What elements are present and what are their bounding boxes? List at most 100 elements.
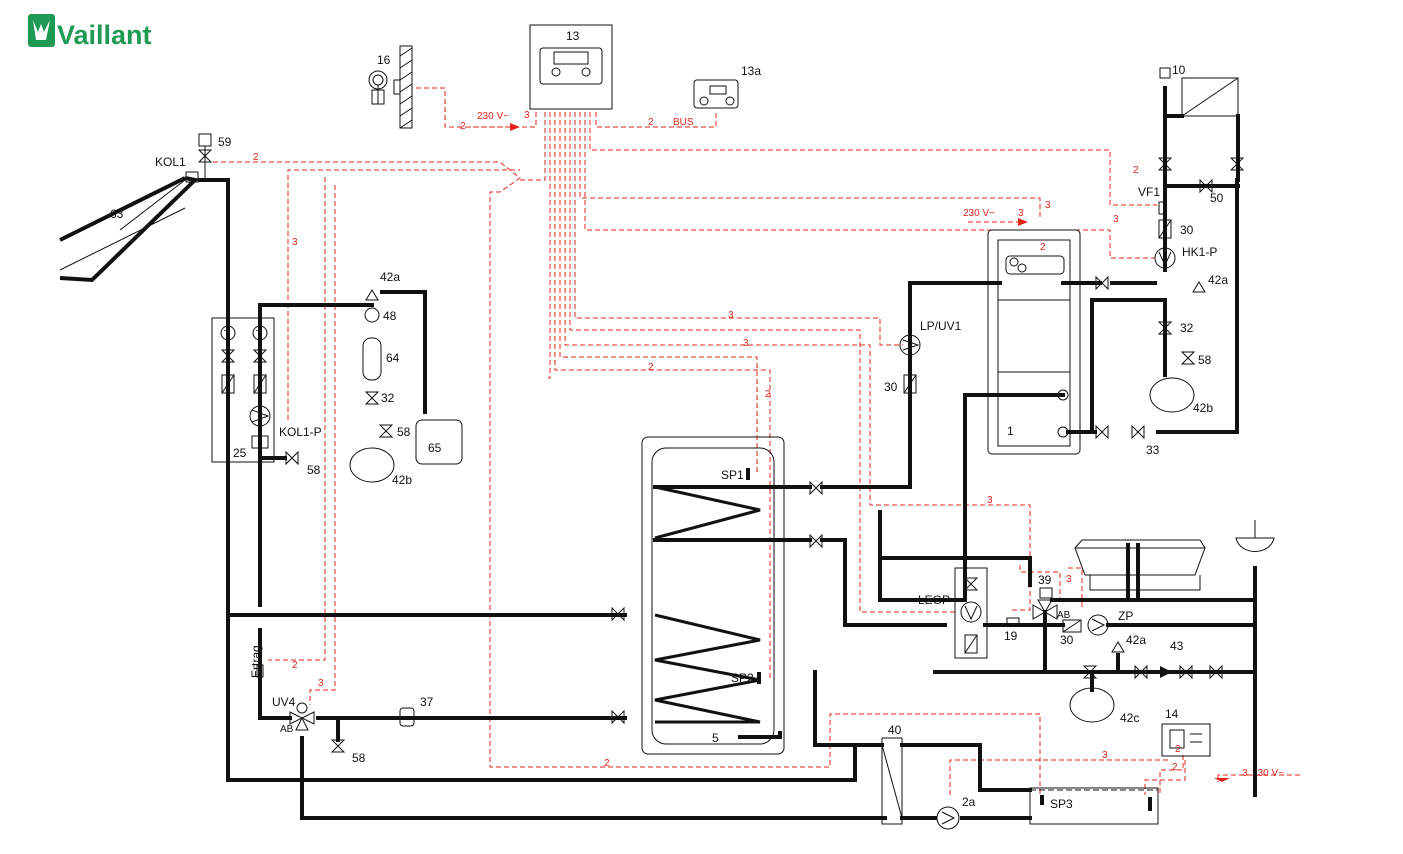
mains-label-top: 230 V~	[477, 111, 509, 122]
sensor-19-label: 19	[1004, 629, 1018, 643]
drain-label-b: 58	[397, 425, 411, 439]
controller-label: 13	[566, 29, 580, 43]
drain-label-a: 58	[307, 463, 321, 477]
wire-mark: 3	[1066, 574, 1072, 585]
drain-valve-icon	[285, 450, 299, 466]
drain-label-d: 58	[1198, 353, 1212, 367]
wire-mark: 2	[292, 660, 298, 671]
pool-section: 40 2a SP3 14	[813, 670, 1211, 830]
canister-label: 65	[428, 441, 442, 455]
tank-sp2-label: SP2	[731, 671, 754, 685]
wire-mark: 3	[728, 310, 734, 321]
wire-mark: 2	[604, 758, 610, 769]
mains-label-right: 230 V~	[1252, 768, 1284, 779]
wire-mark: 2	[648, 117, 654, 128]
safety-valve-label-a: 42a	[380, 270, 400, 284]
check-30-label-a: 30	[884, 380, 898, 394]
manometer-icon	[364, 307, 380, 323]
remote-label: 13a	[741, 64, 761, 78]
check-30-label-c: 30	[1060, 633, 1074, 647]
dhw-section: LEGP 19 39 AB 30 ZP 42a 43	[878, 520, 1275, 797]
heating-circuit-hk1: 10 50 VF1 30 HK1-P 42a 32 58 42b	[1090, 63, 1245, 434]
vf1-label: VF1	[1138, 185, 1160, 199]
check-30-label-b: 30	[1180, 223, 1194, 237]
wire-mark: 3	[1018, 208, 1024, 219]
wire-mark: 3	[1242, 768, 1248, 779]
expansion-vessel-icon	[349, 447, 395, 483]
controller-13: 13	[529, 24, 613, 110]
wire-mark: 3	[1113, 214, 1119, 225]
wire-mark: 3	[1102, 750, 1108, 761]
manometer-label: 48	[383, 309, 397, 323]
wire-mark: 3	[318, 678, 324, 689]
solar-pump-icon	[249, 405, 271, 427]
cap-valve-label-a: 32	[381, 391, 395, 405]
bypass-50-label: 50	[1210, 191, 1224, 205]
storage-tank: SP1 SP2 5	[641, 436, 823, 755]
vessel-64-label: 64	[386, 351, 400, 365]
cap-valve-label-b: 32	[1180, 321, 1194, 335]
exp-vessel-label-c: 42c	[1120, 711, 1139, 725]
canister-icon	[415, 419, 463, 465]
wire-mark: 2	[1040, 242, 1046, 253]
wire-mark: 2	[648, 362, 654, 373]
wire-mark: 3	[1045, 200, 1051, 211]
wire-mark: 3	[292, 237, 298, 248]
safety-valve-label-b: 42a	[1208, 273, 1228, 287]
solar-collector-kol1: 63 KOL1 59	[59, 133, 232, 283]
drain-label-c: 58	[352, 751, 366, 765]
uv4-diverter: UV4 AB Ertrag 37 58	[249, 606, 625, 765]
bus-label: BUS	[673, 117, 694, 128]
uv4-ab-label: AB	[280, 724, 294, 735]
tank-sp1-label: SP1	[721, 468, 744, 482]
boiler-label: 1	[1007, 424, 1014, 438]
wire-mark: 3	[987, 495, 993, 506]
control-wiring: 2 3 2 2 3 3 2 3 3 3 2 2 2 3 3 2 3 2 3 3 …	[204, 87, 1300, 795]
hx-40-label: 40	[888, 723, 902, 737]
wire-mark: 2	[1172, 762, 1178, 773]
flow-meter-label: 25	[233, 446, 247, 460]
wire-mark: 3	[524, 110, 530, 121]
mixer-10-label: 10	[1172, 63, 1186, 77]
hk1p-label: HK1-P	[1182, 245, 1217, 259]
exp-vessel-label-a: 42b	[392, 473, 412, 487]
mains-label-boiler: 230 V~	[963, 208, 995, 219]
brand-name: Vaillant	[57, 20, 152, 50]
valve-33-label: 33	[1146, 443, 1160, 457]
air-vent-label: 59	[218, 135, 232, 149]
valve-icon	[197, 149, 213, 163]
uv4-label: UV4	[272, 695, 296, 709]
tank-5-label: 5	[712, 731, 719, 745]
svg-text:T: T	[256, 329, 262, 340]
pump-2a-label: 2a	[962, 795, 976, 809]
mixer-39-ab-label: AB	[1057, 610, 1071, 621]
boiler-1: 1	[878, 178, 1239, 602]
pool-sp3-label: SP3	[1050, 797, 1073, 811]
vaillant-logo: Vaillant	[28, 14, 152, 50]
exp-vessel-label-b: 42b	[1193, 401, 1213, 415]
legp-label: LEGP	[918, 593, 950, 607]
outdoor-sensor-16: 16	[368, 45, 413, 129]
ertrag-label: Ertrag	[249, 645, 263, 678]
sensor-16-label: 16	[377, 53, 391, 67]
lp-uv1-label: LP/UV1	[920, 319, 962, 333]
wire-mark: 2	[765, 389, 771, 400]
solar-pipes	[198, 178, 887, 820]
mixer-39-label: 39	[1038, 573, 1052, 587]
safety-valve-label-c: 42a	[1126, 633, 1146, 647]
remote-control-13a: 13a	[693, 64, 761, 109]
solar-station: T T KOL1-P 25 58	[211, 317, 322, 477]
collector-label: KOL1	[155, 155, 186, 169]
lp-uv1-loop: LP/UV1 30 33	[820, 275, 1160, 627]
controller-14-label: 14	[1165, 707, 1179, 721]
zp-label: ZP	[1118, 609, 1133, 623]
wire-mark: 2	[253, 152, 259, 163]
air-vent-icon	[198, 133, 212, 147]
wire-mark: 2	[1175, 744, 1181, 755]
wire-mark: 2	[460, 121, 466, 132]
group-43-label: 43	[1170, 639, 1184, 653]
solar-safety-group: 42a 48 64 32 58 42b 65	[328, 270, 463, 487]
wire-mark: 2	[1133, 165, 1139, 176]
wire-mark: 3	[743, 338, 749, 349]
